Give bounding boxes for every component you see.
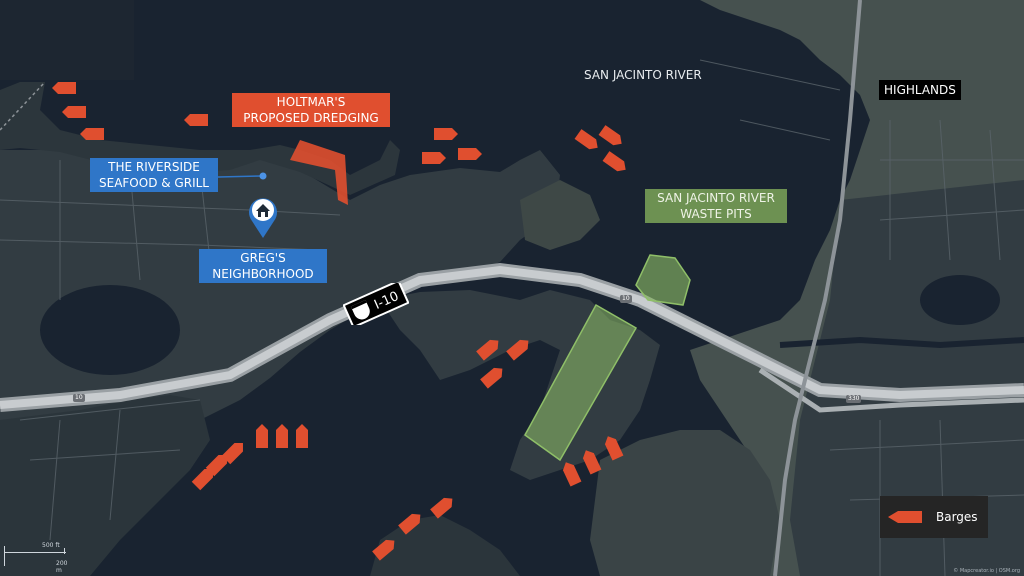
dredging-label: HOLTMAR'S PROPOSED DREDGING: [232, 93, 390, 127]
barge-icon: [422, 152, 446, 164]
canal-east: [779, 336, 1024, 349]
barge-icon: [476, 339, 499, 361]
dredging-area: [290, 140, 348, 205]
barge-icon: [184, 114, 208, 126]
dredging-label-line2: PROPOSED DREDGING: [243, 111, 379, 125]
barge-icon: [434, 128, 458, 140]
map-corner-overlay: [0, 0, 134, 80]
map-legend: Barges: [880, 496, 988, 538]
barge-icon: [458, 148, 482, 160]
barge-icon: [602, 151, 626, 172]
highway-i10-lanes: [0, 265, 1024, 409]
highlands-label: HIGHLANDS: [879, 80, 961, 100]
interstate-shield-icon: I-10: [343, 283, 409, 325]
barge-icon: [276, 424, 288, 448]
barge-icon: [574, 129, 598, 150]
barge-icon: [205, 455, 227, 477]
pond-west: [40, 285, 180, 375]
barge-icon: [256, 424, 268, 448]
waste-pits-label-line1: SAN JACINTO RIVER: [657, 191, 775, 205]
legend-barges-label: Barges: [936, 510, 978, 524]
neighborhood-label-line2: NEIGHBORHOOD: [212, 267, 314, 281]
highway-sh330: [773, 0, 862, 576]
barge-icon: [888, 511, 922, 523]
house-pin-icon[interactable]: [246, 193, 280, 239]
barge-icon: [562, 462, 582, 487]
barge-icon: [430, 497, 453, 519]
waste-pits-label: SAN JACINTO RIVER WASTE PITS: [645, 189, 787, 223]
barge-icon: [582, 450, 602, 475]
riverside-label-line1: THE RIVERSIDE: [108, 160, 200, 174]
waste-pit-north: [635, 254, 691, 306]
land-south-west: [0, 395, 210, 576]
riverside-label: THE RIVERSIDE SEAFOOD & GRILL: [90, 158, 218, 192]
barge-icon: [62, 106, 86, 118]
land-west-north: [0, 82, 400, 195]
shield-i10-west: 10: [73, 394, 85, 402]
neighborhood-label-line1: GREG'S: [240, 251, 286, 265]
scale-feet: 500 ft: [42, 542, 60, 549]
barge-icon: [398, 513, 421, 535]
waste-pits-label-line2: WASTE PITS: [680, 207, 752, 221]
riverside-point: [259, 172, 267, 180]
barge-icon: [52, 82, 76, 94]
barge-icon: [80, 128, 104, 140]
scale-meters: 200 m: [56, 560, 68, 574]
land-southeast: [590, 430, 780, 576]
highway-ramp-east: [758, 367, 1024, 413]
barge-icon: [296, 424, 308, 448]
barge-icon: [191, 469, 213, 491]
barge-icon: [506, 339, 529, 361]
pond-east: [920, 275, 1000, 325]
barge-icon: [480, 367, 503, 389]
neighborhood-label: GREG'S NEIGHBORHOOD: [199, 249, 327, 283]
barge-icon: [372, 539, 395, 561]
shield-sh330: 330: [846, 395, 862, 403]
scale-bar: 500 ft 200 m: [4, 540, 68, 574]
dredging-label-line1: HOLTMAR'S: [276, 95, 346, 109]
waste-pit-south: [524, 303, 638, 462]
barge-markers: [52, 82, 626, 561]
shield-i10-east: 10: [620, 295, 632, 303]
riverside-pointer-line: [217, 175, 263, 178]
barge-icon: [604, 436, 624, 461]
river-label: SAN JACINTO RIVER: [584, 68, 702, 82]
island-north-small: [520, 180, 600, 250]
railroad: [0, 81, 46, 131]
map-attribution[interactable]: © Mapcreator.io | OSM.org: [953, 568, 1020, 574]
riverside-label-line2: SEAFOOD & GRILL: [99, 176, 209, 190]
barge-icon: [221, 443, 243, 465]
barge-icon: [598, 125, 622, 146]
